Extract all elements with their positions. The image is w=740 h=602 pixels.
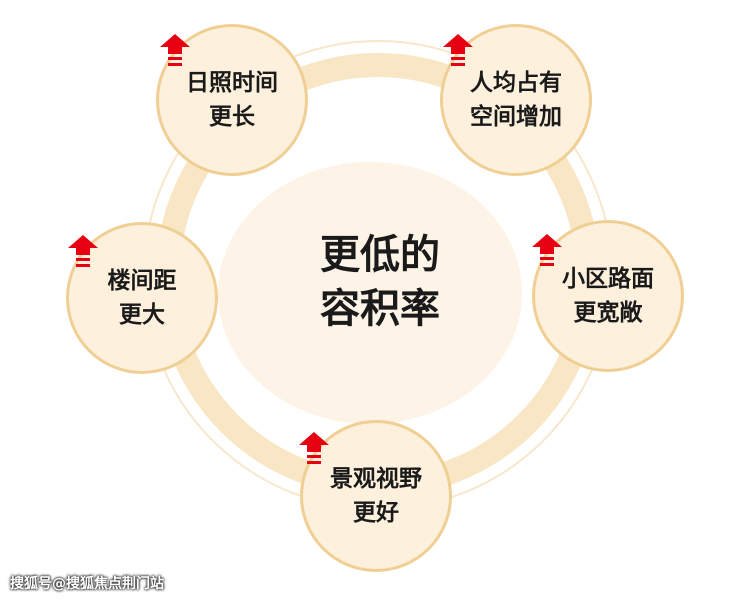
red-up-arrow-icon bbox=[532, 234, 562, 266]
center-label: 更低的 容积率 bbox=[320, 232, 440, 332]
node-label: 日照时间 更长 bbox=[186, 70, 278, 130]
node-label: 楼间距 更大 bbox=[107, 268, 177, 328]
node-view: 景观视野 更好 bbox=[300, 420, 452, 572]
node-space: 人均占有 空间增加 bbox=[440, 24, 592, 176]
red-up-arrow-icon bbox=[160, 34, 190, 66]
node-distance: 楼间距 更大 bbox=[66, 222, 218, 374]
red-up-arrow-icon bbox=[68, 235, 98, 267]
node-label: 景观视野 更好 bbox=[330, 466, 422, 526]
red-up-arrow-icon bbox=[443, 34, 473, 66]
node-label: 人均占有 空间增加 bbox=[470, 70, 562, 130]
center-disc bbox=[218, 162, 522, 424]
watermark: 搜狐号@搜狐焦点荆门站 bbox=[10, 576, 164, 592]
red-up-arrow-icon bbox=[299, 432, 329, 464]
node-label: 小区路面 更宽敞 bbox=[562, 266, 654, 326]
